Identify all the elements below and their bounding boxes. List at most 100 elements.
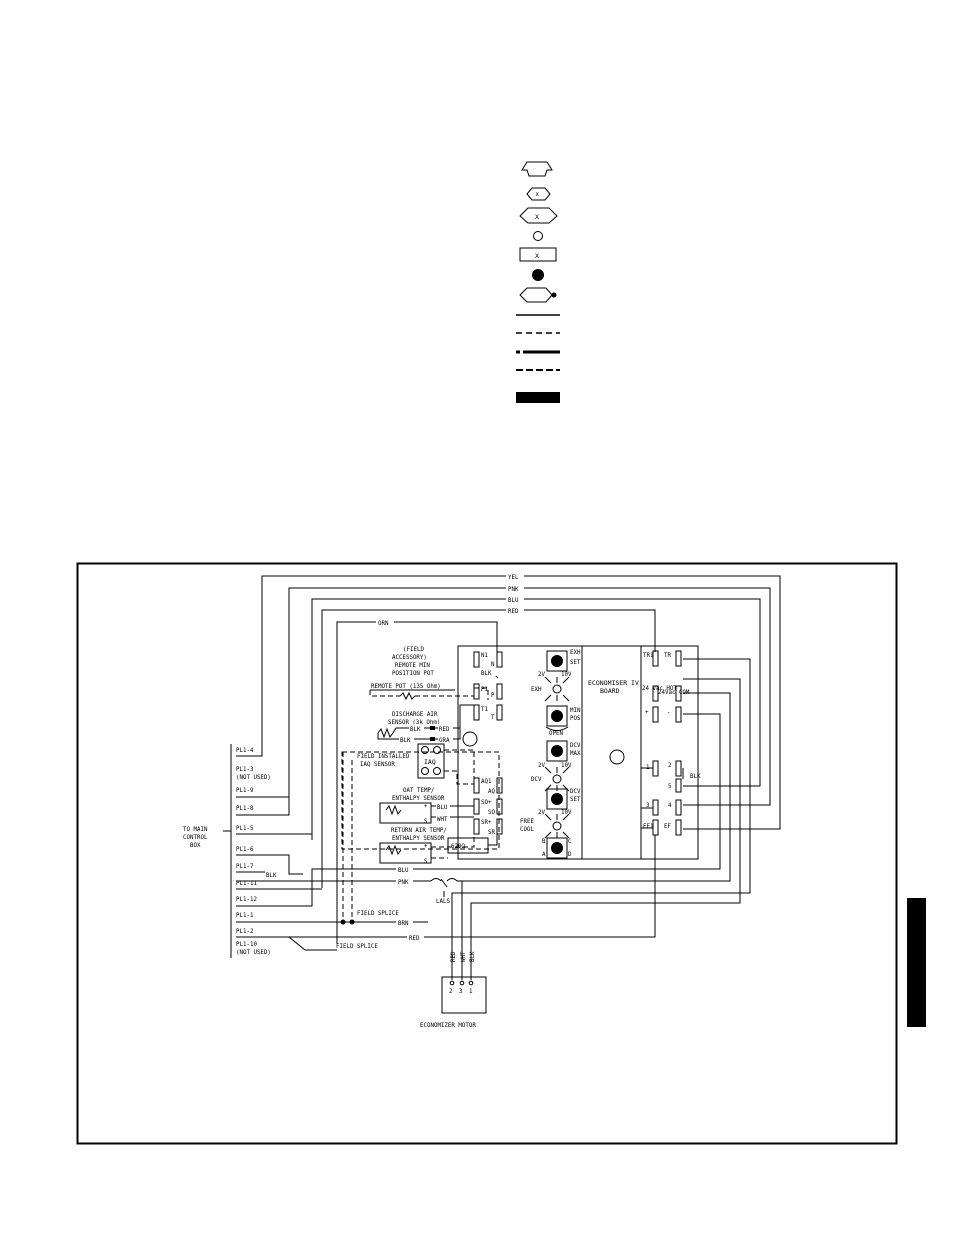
return-air-sensor: RETURN AIR TEMP/ ENTHALPY SENSOR + S 620…: [379, 820, 498, 865]
svg-text:-: -: [667, 710, 671, 716]
svg-text:IAQ SENSOR: IAQ SENSOR: [360, 762, 395, 768]
svg-text:REMOTE MIN: REMOTE MIN: [395, 663, 430, 669]
svg-text:X: X: [535, 252, 539, 260]
svg-text:1: 1: [469, 989, 473, 995]
legend-small-plug-icon: [526, 187, 551, 201]
svg-text:EF: EF: [664, 824, 671, 830]
free-cool-led-icon: [544, 813, 570, 839]
svg-text:PL1-10: PL1-10: [236, 942, 257, 948]
top-wires: [261, 575, 781, 944]
svg-text:3: 3: [459, 989, 463, 995]
svg-text:DCV: DCV: [531, 777, 542, 783]
svg-text:620Ω: 620Ω: [451, 844, 465, 850]
svg-text:10V: 10V: [561, 672, 572, 678]
svg-text:EXH: EXH: [531, 687, 542, 693]
svg-text:BLK: BLK: [266, 873, 277, 879]
svg-text:P: P: [491, 693, 495, 699]
lower-wires: BLU PNK LALS BRN RED FIELD SPLICE FIELD …: [236, 752, 462, 950]
svg-text:2: 2: [449, 989, 453, 995]
open-arrow-icon: [545, 726, 569, 731]
dcv-set-pot-icon: [551, 793, 563, 805]
svg-text:PNK: PNK: [398, 880, 409, 886]
svg-text:YEL: YEL: [508, 575, 519, 581]
svg-text:T1: T1: [481, 707, 488, 713]
legend: x X X: [516, 161, 560, 403]
svg-text:DISCHARGE AIR: DISCHARGE AIR: [392, 712, 438, 718]
svg-text:PL1-8: PL1-8: [236, 806, 254, 812]
svg-text:+: +: [645, 710, 649, 716]
svg-text:SET: SET: [570, 660, 581, 666]
svg-text:5: 5: [668, 784, 672, 790]
svg-text:AQ: AQ: [488, 789, 495, 795]
svg-text:C: C: [568, 839, 572, 845]
legend-large-plug-icon: [519, 207, 558, 224]
svg-text:+: +: [424, 844, 428, 850]
diagram-frame: [76, 562, 898, 1145]
svg-text:2: 2: [668, 763, 672, 769]
svg-text:RED: RED: [508, 609, 519, 615]
svg-text:FIELD INSTALLED: FIELD INSTALLED: [357, 754, 410, 760]
svg-text:PL1-7: PL1-7: [236, 864, 254, 870]
svg-text:N1: N1: [481, 653, 488, 659]
min-pos-pot-icon: [551, 710, 563, 722]
section-tab: [907, 898, 926, 1027]
svg-text:SR: SR: [488, 830, 495, 836]
svg-text:PL1-2: PL1-2: [236, 929, 253, 935]
dcv-led-icon: [544, 766, 570, 792]
plug-labels: PL1-4 PL1-3 (NOT USED) PL1-9 PL1-8 PL1-5…: [236, 748, 271, 956]
svg-text:TR: TR: [664, 653, 671, 659]
svg-text:PL1-9: PL1-9: [236, 788, 254, 794]
free-cool-pot-icon: [551, 842, 563, 854]
legend-splice-icon: [521, 161, 553, 177]
svg-text:S: S: [424, 859, 428, 865]
svg-text:SET: SET: [570, 797, 581, 803]
svg-text:BOX: BOX: [190, 843, 201, 849]
svg-text:WHT: WHT: [437, 817, 448, 823]
svg-text:SO: SO: [488, 810, 495, 816]
svg-text:OAT TEMP/: OAT TEMP/: [403, 788, 435, 794]
svg-text:CONTROL: CONTROL: [183, 835, 208, 841]
svg-text:BLK: BLK: [410, 727, 421, 733]
svg-text:FREE: FREE: [520, 819, 534, 825]
svg-text:EF1: EF1: [643, 824, 654, 830]
svg-text:SENSOR (3k Ohm): SENSOR (3k Ohm): [388, 720, 440, 726]
svg-text:X: X: [535, 213, 539, 221]
legend-junction-icon: [532, 269, 544, 281]
svg-text:P1: P1: [481, 687, 488, 693]
svg-text:EXH: EXH: [570, 650, 581, 656]
svg-text:S: S: [424, 819, 428, 825]
svg-text:24Vac COM: 24Vac COM: [658, 690, 690, 696]
svg-text:BLK: BLK: [481, 671, 492, 677]
main-control-connector: TO MAIN CONTROL BOX: [183, 744, 232, 958]
svg-text:24 Vac HOT: 24 Vac HOT: [642, 686, 677, 692]
svg-text:A: A: [542, 852, 546, 858]
economizer-motor-label: ECONOMIZER MOTOR: [420, 1023, 476, 1029]
board-title: ECONOMISER IV: [588, 679, 639, 687]
svg-text:BLU: BLU: [437, 805, 448, 811]
svg-text:BRN: BRN: [398, 921, 409, 927]
svg-text:PNK: PNK: [508, 587, 519, 593]
svg-text:REMOTE POT (135 Ohm): REMOTE POT (135 Ohm): [371, 684, 441, 690]
svg-text:BLU: BLU: [398, 868, 409, 874]
svg-text:PL1-5: PL1-5: [236, 826, 254, 832]
svg-text:BLK: BLK: [470, 951, 476, 962]
field-splice-lower: FIELD SPLICE: [336, 944, 378, 950]
motor-wires: RED WHT BLK: [451, 881, 476, 980]
svg-text:BLK: BLK: [690, 774, 701, 780]
legend-plug-receptacle-icon: [519, 287, 553, 303]
svg-text:10V: 10V: [561, 763, 572, 769]
svg-text:x: x: [536, 192, 540, 198]
svg-text:ENTHALPY SENSOR: ENTHALPY SENSOR: [392, 796, 445, 802]
svg-text:ACCESSORY): ACCESSORY): [392, 655, 427, 661]
svg-text:(NOT USED): (NOT USED): [236, 775, 271, 781]
svg-text:COOL: COOL: [520, 827, 534, 833]
svg-text:WHT: WHT: [461, 951, 467, 962]
svg-text:B: B: [542, 839, 546, 845]
field-splice-upper: FIELD SPLICE: [357, 911, 399, 917]
legend-terminal-block-icon: [519, 247, 557, 262]
dcv-max-pot-icon: [551, 745, 563, 757]
svg-text:POSITION POT: POSITION POT: [392, 671, 434, 677]
oat-sensor: OAT TEMP/ ENTHALPY SENSOR + S BLU WHT: [379, 788, 474, 825]
svg-text:GRA: GRA: [439, 738, 450, 744]
svg-text:DCV: DCV: [570, 743, 581, 749]
